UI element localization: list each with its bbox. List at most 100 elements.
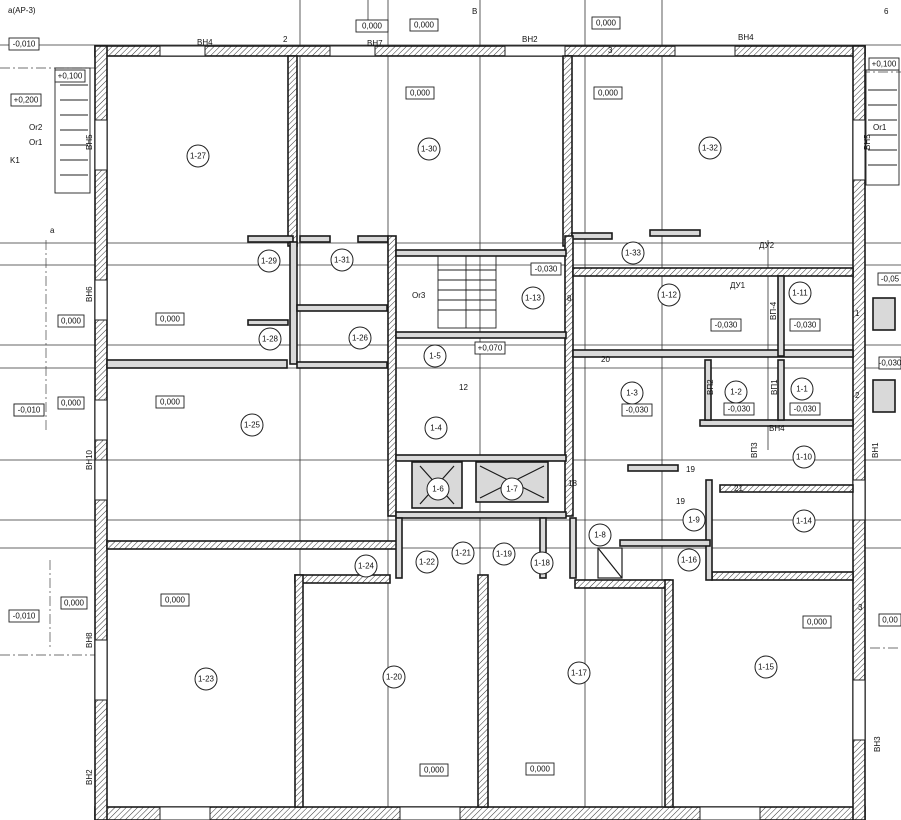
level-value: -0,010 bbox=[18, 406, 41, 415]
drawing-label: a(AP-3) bbox=[8, 6, 36, 15]
drawing-label: 3 bbox=[608, 46, 613, 55]
room-number: 1-22 bbox=[419, 558, 436, 567]
room-number: 1-13 bbox=[525, 294, 542, 303]
level-mark: +0,200 bbox=[10, 93, 42, 107]
room-marker: 1-4 bbox=[424, 416, 448, 440]
room-marker: 1-14 bbox=[792, 509, 816, 533]
level-mark: +0,100 bbox=[868, 57, 900, 71]
drawing-label: 8 bbox=[567, 294, 572, 303]
level-mark: -0,030 bbox=[789, 402, 821, 416]
level-mark: -0,030 bbox=[789, 318, 821, 332]
room-marker: 1-2 bbox=[724, 380, 748, 404]
drawing-label: K1 bbox=[10, 156, 20, 165]
room-number: 1-19 bbox=[496, 550, 513, 559]
drawing-label: 19 bbox=[686, 465, 695, 474]
level-mark: -0,05 bbox=[877, 272, 901, 286]
room-number: 1-20 bbox=[386, 673, 403, 682]
room-number: 1-29 bbox=[261, 257, 278, 266]
level-value: 0,000 bbox=[61, 317, 82, 326]
room-number: 1-24 bbox=[358, 562, 375, 571]
room-number: 1-33 bbox=[625, 249, 642, 258]
room-number: 1-2 bbox=[730, 388, 742, 397]
room-number: 1-4 bbox=[430, 424, 442, 433]
room-number: 1-31 bbox=[334, 256, 351, 265]
level-value: 0,000 bbox=[410, 89, 431, 98]
room-number: 1-17 bbox=[571, 669, 588, 678]
room-marker: 1-13 bbox=[521, 286, 545, 310]
drawing-label: ВП2 bbox=[706, 379, 715, 395]
level-mark: -0,030 bbox=[878, 356, 901, 370]
level-value: 0,000 bbox=[424, 766, 445, 775]
drawing-label: 19 bbox=[676, 497, 685, 506]
level-mark: 0,000 bbox=[155, 395, 185, 409]
drawing-label: BH6 bbox=[85, 286, 94, 302]
room-marker: 1-6 bbox=[426, 477, 450, 501]
level-mark: -0,030 bbox=[621, 403, 653, 417]
drawing-label: ВП3 bbox=[750, 442, 759, 458]
room-marker: 1-27 bbox=[186, 144, 210, 168]
drawing-label: 21 bbox=[734, 484, 743, 493]
drawing-label: 20 bbox=[601, 355, 610, 364]
drawing-label: BH2 bbox=[522, 35, 538, 44]
level-mark: -0,010 bbox=[13, 403, 45, 417]
level-value: 0,000 bbox=[807, 618, 828, 627]
room-number: 1-9 bbox=[688, 516, 700, 525]
level-mark: 0,000 bbox=[419, 763, 449, 777]
drawing-label: BH4 bbox=[738, 33, 754, 42]
level-value: -0,030 bbox=[879, 359, 901, 368]
level-mark: 0,000 bbox=[593, 86, 623, 100]
level-value: 0,00 bbox=[882, 616, 898, 625]
room-marker: 1-11 bbox=[788, 281, 812, 305]
level-value: -0,05 bbox=[881, 275, 900, 284]
room-marker: 1-3 bbox=[620, 381, 644, 405]
room-markers: 1-27 1-30 1-32 1-29 1-31 1-33 1-13 1-12 1-11 1-2 8… bbox=[186, 136, 816, 691]
level-value: -0,030 bbox=[728, 405, 751, 414]
room-marker: 1-10 bbox=[792, 445, 816, 469]
room-number: 1-26 bbox=[352, 334, 369, 343]
room-number: 1-10 bbox=[796, 453, 813, 462]
drawing-label: BH2 bbox=[85, 769, 94, 785]
room-number: 1-32 bbox=[702, 144, 719, 153]
level-mark: 0,000 bbox=[160, 593, 190, 607]
room-marker: 1-15 bbox=[754, 655, 778, 679]
drawing-label: a bbox=[50, 226, 55, 235]
room-number: 1-3 bbox=[626, 389, 638, 398]
room-marker: 1-23 bbox=[194, 667, 218, 691]
level-mark: 0,000 bbox=[802, 615, 832, 629]
room-marker: 1-12 bbox=[657, 283, 681, 307]
room-number: 1-21 bbox=[455, 549, 472, 558]
level-value: 0,000 bbox=[160, 398, 181, 407]
level-value: 0,000 bbox=[362, 22, 383, 31]
room-marker: 1-22 bbox=[415, 550, 439, 574]
level-value: 0,000 bbox=[160, 315, 181, 324]
room-number: 1-11 bbox=[792, 289, 808, 298]
room-number: 1-25 bbox=[244, 421, 261, 430]
level-marks: -0,010 +0,100 +0,200 -0,010 0,000 0,000 0,000 0… bbox=[8, 16, 901, 777]
room-number: 1-7 bbox=[506, 485, 518, 494]
room-number: 1-6 bbox=[432, 485, 444, 494]
drawing-label: BH7 bbox=[367, 39, 383, 48]
room-marker: 1-26 bbox=[348, 326, 372, 350]
room-marker: 1-20 bbox=[382, 665, 406, 689]
room-number: 1-8 bbox=[594, 531, 606, 540]
level-mark: -0,030 bbox=[723, 402, 755, 416]
level-mark: 0,000 bbox=[57, 314, 85, 328]
drawing-label: 2 bbox=[283, 35, 288, 44]
level-value: -0,030 bbox=[715, 321, 738, 330]
level-value: -0,030 bbox=[626, 406, 649, 415]
room-marker: 1-1 bbox=[790, 377, 814, 401]
level-mark: +0,070 bbox=[474, 341, 506, 355]
room-marker: 1-32 bbox=[698, 136, 722, 160]
level-mark: 0,000 bbox=[409, 18, 439, 32]
drawing-label: 6 bbox=[884, 7, 889, 16]
level-mark: -0,010 bbox=[8, 609, 40, 623]
drawing-label: Or2 bbox=[29, 123, 43, 132]
level-value: -0,030 bbox=[794, 321, 817, 330]
room-number: 1-30 bbox=[421, 145, 438, 154]
room-number: 1-12 bbox=[661, 291, 678, 300]
level-value: 0,000 bbox=[530, 765, 551, 774]
drawing-label: BH4 bbox=[769, 424, 785, 433]
room-marker: 1-30 bbox=[417, 137, 441, 161]
